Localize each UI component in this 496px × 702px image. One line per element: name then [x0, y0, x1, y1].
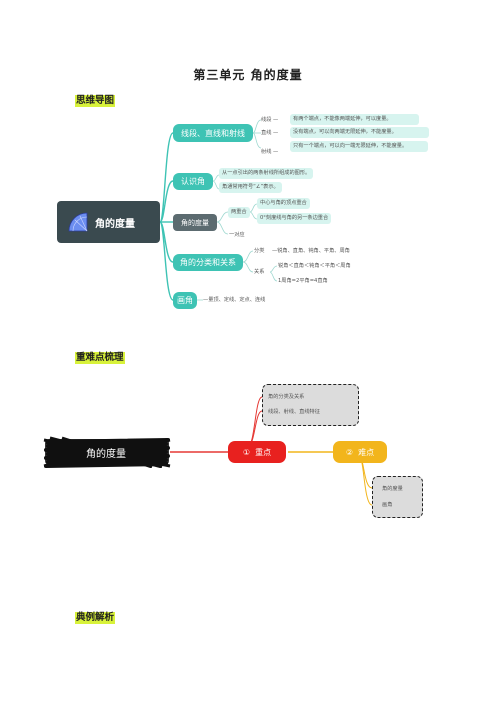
- branch-lines: 线段、直线和射线: [173, 124, 253, 142]
- leaf-center-coincide: 中心与角的顶点重合: [257, 198, 310, 209]
- leaf-segment: 线段 —: [261, 117, 279, 123]
- branch-classify: 角的分类和关系: [173, 254, 243, 271]
- section-heading-examples: 典例解析: [75, 612, 116, 624]
- key-point-node: ① 重点: [228, 441, 286, 463]
- branch-draw-angle: 画角: [173, 292, 197, 309]
- leaf-classify: 分类 —锐角、直角、钝角、平角、周角: [254, 248, 350, 254]
- page-title: 第三单元 角的度量: [193, 68, 303, 82]
- leaf-ray: 射线 —: [261, 149, 279, 155]
- leaf-segment-desc: 有两个端点，不能像两端延伸，可以度量。: [290, 114, 419, 125]
- keymap-root: 角的度量: [42, 436, 172, 468]
- key-point-item: 角的分类及关系: [268, 394, 305, 400]
- difficult-point-number: ②: [345, 447, 354, 457]
- mindmap-root-label: 角的度量: [95, 219, 135, 230]
- difficult-point-group: 角的度量 画角: [372, 476, 423, 518]
- difficult-point-node: ② 难点: [333, 441, 387, 463]
- section-heading-mindmap: 思维导图: [75, 95, 116, 107]
- leaf-ray-desc: 只有一个端点，可以向一端无限延伸，不能度量。: [290, 141, 428, 152]
- key-point-group: 角的分类及关系 线段、射线、直线特征: [262, 384, 359, 426]
- leaf-one-correspond: 一对应: [229, 232, 245, 238]
- leaf-angle-def: 从一点引出的两条射线所组成的图形。: [219, 168, 314, 179]
- mindmap-root: 角的度量: [57, 201, 160, 243]
- difficult-point-label: 难点: [358, 447, 375, 457]
- protractor-icon: [68, 212, 88, 232]
- key-point-number: ①: [242, 447, 251, 457]
- leaf-two-coincide: 两重合: [228, 207, 250, 218]
- branch-know-angle: 认识角: [173, 173, 213, 190]
- difficult-point-item: 角的度量: [382, 486, 403, 492]
- key-point-item: 线段、射线、直线特征: [268, 409, 320, 415]
- section-heading-keypoints: 重难点梳理: [75, 352, 125, 364]
- leaf-draw-steps: —量顶、定线、定点、连线: [203, 297, 266, 303]
- leaf-line: 直线 —: [261, 130, 279, 136]
- key-point-label: 重点: [255, 447, 272, 457]
- leaf-relation-order: 锐角＜直角＜钝角＜平角＜周角: [278, 263, 351, 269]
- leaf-zero-coincide: 0°刻度线与角的另一条边重合: [257, 213, 332, 224]
- keymap-root-label: 角的度量: [86, 449, 126, 460]
- scribble-background: [43, 436, 171, 468]
- leaf-angle-symbol: 角通常用符号“∠”表示。: [219, 182, 282, 193]
- leaf-line-desc: 没有端点，可以向两端无限延伸，不能度量。: [290, 127, 429, 138]
- difficult-point-item: 画角: [382, 502, 393, 508]
- branch-measure: 角的度量: [173, 214, 217, 231]
- leaf-relation-equal: 1周角=2平角=4直角: [278, 278, 328, 284]
- leaf-relation: 关系: [254, 269, 265, 275]
